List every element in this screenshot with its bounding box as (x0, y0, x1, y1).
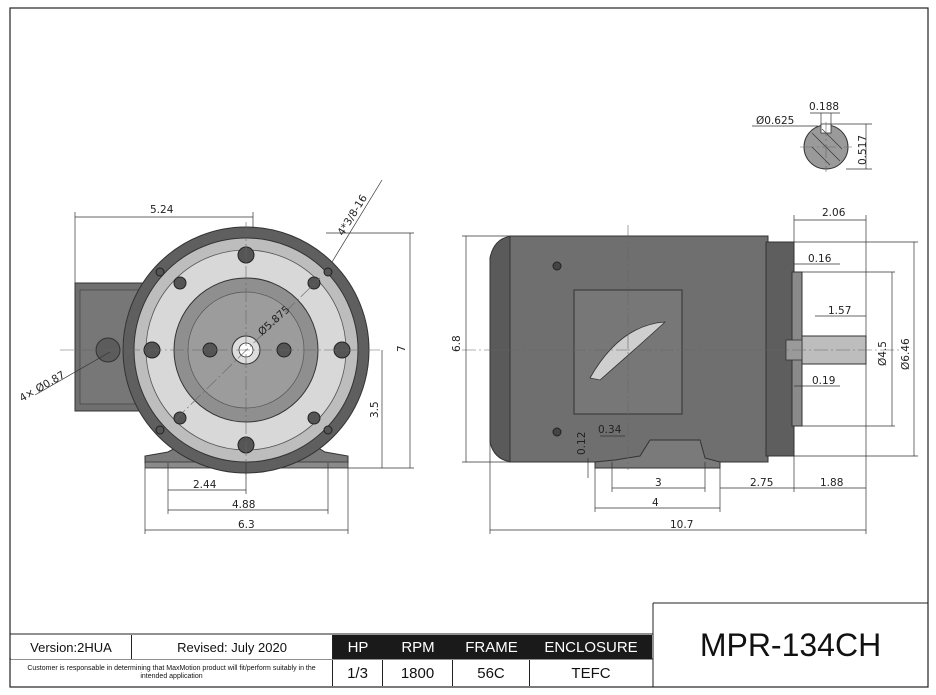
dim-base-width: 6.3 (238, 519, 255, 531)
front-view (60, 222, 380, 475)
side-foot (594, 439, 721, 469)
title-block-lines (10, 602, 928, 687)
side-dimensions: 6.8 2.06 0.16 1.57 Ø4.5 Ø6.46 0.19 0.12 … (451, 207, 918, 534)
value-hp: 1/3 (333, 660, 383, 686)
dim-front-width: 5.24 (150, 204, 174, 216)
dim-foot-slot: 0.34 (598, 424, 622, 436)
dim-foot-length: 4 (652, 497, 659, 509)
dim-shaft-len: 1.88 (820, 477, 843, 489)
header-enclosure: ENCLOSURE (530, 635, 652, 659)
dim-front-height: 7 (396, 345, 408, 352)
dim-key-length: 1.57 (828, 305, 851, 317)
value-frame: 56C (453, 660, 530, 686)
dim-hole-note: 4× Ø0.87 (18, 369, 68, 405)
shaft-detail: Ø0.625 0.188 0.517 (752, 101, 872, 172)
dim-pilot-depth: 0.16 (808, 253, 832, 265)
dim-side-height: 6.8 (451, 335, 463, 352)
dim-center-height: 3.5 (369, 401, 381, 418)
dim-key-width: 0.188 (809, 101, 839, 113)
header-rpm: RPM (383, 635, 453, 659)
drawing-border (9, 7, 929, 688)
value-rpm: 1800 (383, 660, 453, 686)
side-shaft (801, 335, 867, 365)
version-label: Version:2HUA (11, 635, 132, 659)
header-hp: HP (333, 635, 383, 659)
dim-shaft-dia: Ø0.625 (756, 115, 794, 127)
dim-bolt-note: 4*3/8-16 (335, 192, 370, 238)
model-number: MPR-134CH (699, 626, 882, 663)
dim-pilot-dia: Ø4.5 (877, 341, 889, 366)
side-bolt-top (552, 261, 562, 271)
dim-foot-holes: 3 (655, 477, 662, 489)
dim-key-height: 0.517 (857, 135, 869, 165)
dim-foot-thick: 0.12 (576, 432, 588, 455)
disclaimer-text: Customer is responsable in determining t… (11, 660, 333, 686)
fan-cover (489, 235, 513, 463)
dim-overall-length: 10.7 (670, 519, 693, 531)
dim-base-holes: 4.88 (232, 499, 255, 511)
dim-shaft-ext: 2.06 (822, 207, 846, 219)
header-frame: FRAME (453, 635, 530, 659)
value-enclosure: TEFC (530, 660, 652, 686)
dim-foot-to-face: 2.75 (750, 477, 773, 489)
dim-face-dia: Ø6.46 (900, 338, 912, 370)
revised-label: Revised: July 2020 (132, 635, 333, 659)
dim-base-half: 2.44 (193, 479, 217, 491)
side-view (462, 225, 900, 470)
side-bolt-bottom (552, 427, 562, 437)
dim-shaft-gap: 0.19 (812, 375, 835, 387)
logo-swoosh (589, 321, 667, 381)
